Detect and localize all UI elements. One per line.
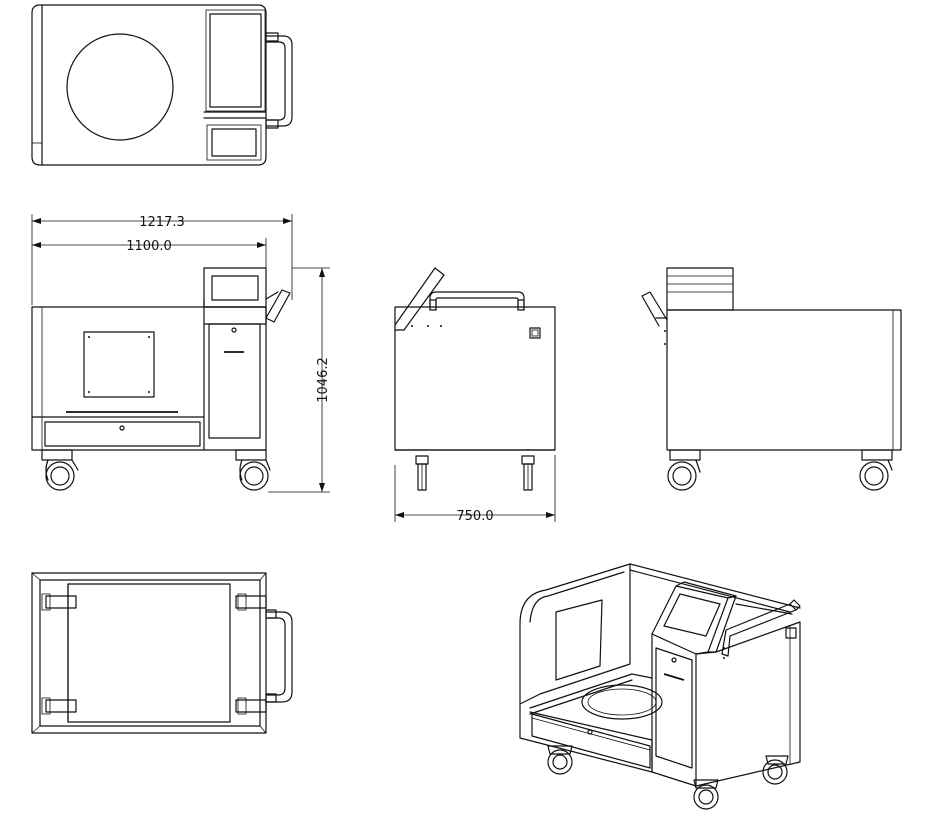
caster-side-right [521,455,535,491]
front-view: 1217.3 1100.0 1046.2 [31,214,331,493]
front-window [83,331,155,398]
handle-top-view [265,32,293,129]
dimension-depth: 750.0 [394,455,556,524]
dim-label-1046: 1046.2 [316,357,331,403]
iso-caster-rear-right [762,755,789,785]
dimension-overall-length: 1217.3 [31,214,293,305]
iso-turntable [581,684,663,720]
dim-label-1217: 1217.3 [139,215,185,230]
dim-label-750: 750.0 [456,509,493,524]
iso-caster-front-right [693,779,719,810]
turntable-circle [66,33,174,141]
dimension-body-length: 1100.0 [32,238,267,268]
side-view-right: 750.0 [394,267,556,524]
caster-mounts [41,593,267,715]
dim-label-1100: 1100.0 [126,239,172,254]
caster-front-left [41,449,79,491]
dimension-height: 1046.2 [268,267,331,493]
caster-rear-left [667,449,701,491]
bottom-view [31,572,293,734]
top-view [31,4,293,166]
rear-view [641,267,902,491]
handle-iso-view [721,599,801,657]
bottom-plate [67,583,231,723]
caster-rear-right [859,449,893,491]
iso-drawer [531,713,651,769]
caster-front-right [235,449,271,491]
caster-side-left [415,455,429,491]
front-drawer [44,421,201,447]
iso-window [555,599,603,681]
handle-front-view [265,289,291,323]
iso-screen [663,593,721,637]
handle-bottom-view [265,609,293,703]
isometric-view [519,563,801,810]
iso-caster-front-left [547,745,573,775]
